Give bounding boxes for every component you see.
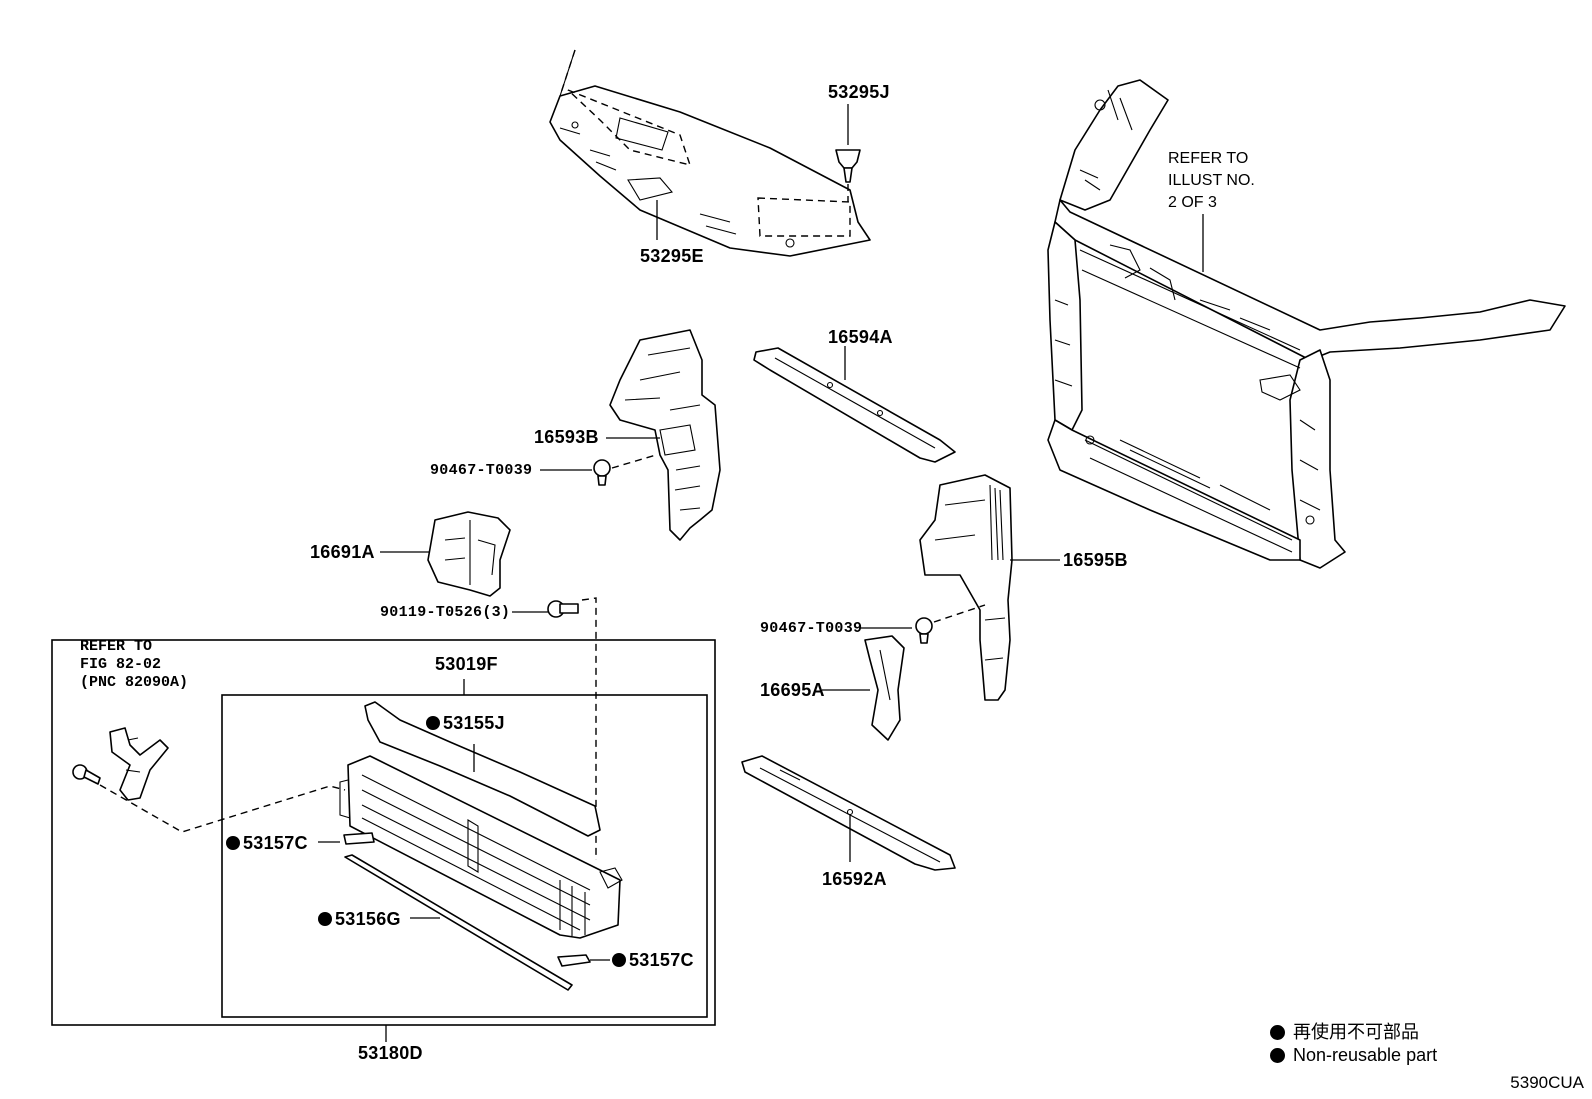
label-53295E: 53295E (640, 246, 704, 266)
refer-illust-note: REFER TO ILLUST NO. 2 OF 3 (1168, 148, 1255, 214)
legend-japanese-text: 再使用不可部品 (1293, 1022, 1419, 1043)
legend-dot-icon (1270, 1048, 1285, 1063)
label-90467-a: 90467-T0039 (430, 462, 533, 479)
part-16691A-seal (380, 511, 511, 597)
label-53180D: 53180D (358, 1043, 423, 1063)
label-16691A: 16691A (310, 542, 375, 562)
part-16594A-seal (753, 346, 956, 463)
label-53157C-left: 53157C (226, 834, 308, 852)
refer-fig-line-3: (PNC 82090A) (80, 674, 189, 691)
legend-english: Non-reusable part (1270, 1045, 1437, 1066)
refer-illust-line-1: REFER TO (1168, 150, 1249, 167)
drawing-code: 5390CUA (1510, 1073, 1584, 1092)
label-53019F: 53019F (435, 654, 498, 674)
part-53157C-pad-left (318, 832, 375, 845)
label-90467-b: 90467-T0039 (760, 620, 863, 637)
label-53157C-left-text: 53157C (243, 833, 308, 853)
part-53157C-pad-right (557, 954, 610, 967)
label-16594A: 16594A (828, 327, 893, 347)
part-53295E-upper-cover (549, 49, 871, 257)
part-16595B-air-guide (919, 474, 1060, 701)
part-90467-clip-b (860, 604, 986, 644)
label-53157C-right: 53157C (612, 951, 694, 969)
part-16695A-seal (822, 635, 905, 741)
label-53156G: 53156G (318, 910, 401, 928)
label-53155J-text: 53155J (443, 713, 505, 733)
label-53157C-right-text: 53157C (629, 950, 694, 970)
label-16595B: 16595B (1063, 550, 1128, 570)
legend-japanese: 再使用不可部品 (1270, 1018, 1419, 1044)
part-16592A-seal (741, 755, 956, 871)
part-radiator-support (1047, 79, 1566, 569)
non-reusable-dot (318, 912, 332, 926)
part-sensor-harness (72, 727, 346, 833)
refer-fig-note: REFER TO FIG 82-02 (PNC 82090A) (80, 638, 188, 692)
box-53019F (221, 679, 708, 1018)
refer-fig-line-1: REFER TO (80, 638, 153, 655)
refer-illust-line-2: ILLUST NO. (1168, 172, 1255, 189)
box-53180D (51, 639, 716, 1042)
part-53295J-clip (835, 104, 861, 202)
non-reusable-dot (426, 716, 440, 730)
non-reusable-dot (226, 836, 240, 850)
label-16695A: 16695A (760, 680, 825, 700)
part-16593B-air-guide (606, 329, 721, 541)
part-shutter-assembly (339, 755, 623, 939)
part-53156G-seal (344, 854, 573, 991)
part-53155J-seal (364, 701, 601, 837)
label-16593B: 16593B (534, 427, 599, 447)
label-53295J: 53295J (828, 82, 890, 102)
legend-english-text: Non-reusable part (1293, 1045, 1438, 1065)
refer-illust-line-3: 2 OF 3 (1168, 194, 1217, 211)
refer-fig-line-2: FIG 82-02 (80, 656, 162, 673)
non-reusable-dot (612, 953, 626, 967)
legend-dot-icon (1270, 1025, 1285, 1040)
label-16592A: 16592A (822, 869, 887, 889)
label-53155J: 53155J (426, 714, 505, 732)
part-90467-clip-a (540, 454, 657, 486)
label-90119: 90119-T0526(3) (380, 604, 511, 621)
label-53156G-text: 53156G (335, 909, 401, 929)
part-90119-bolt (512, 597, 597, 860)
